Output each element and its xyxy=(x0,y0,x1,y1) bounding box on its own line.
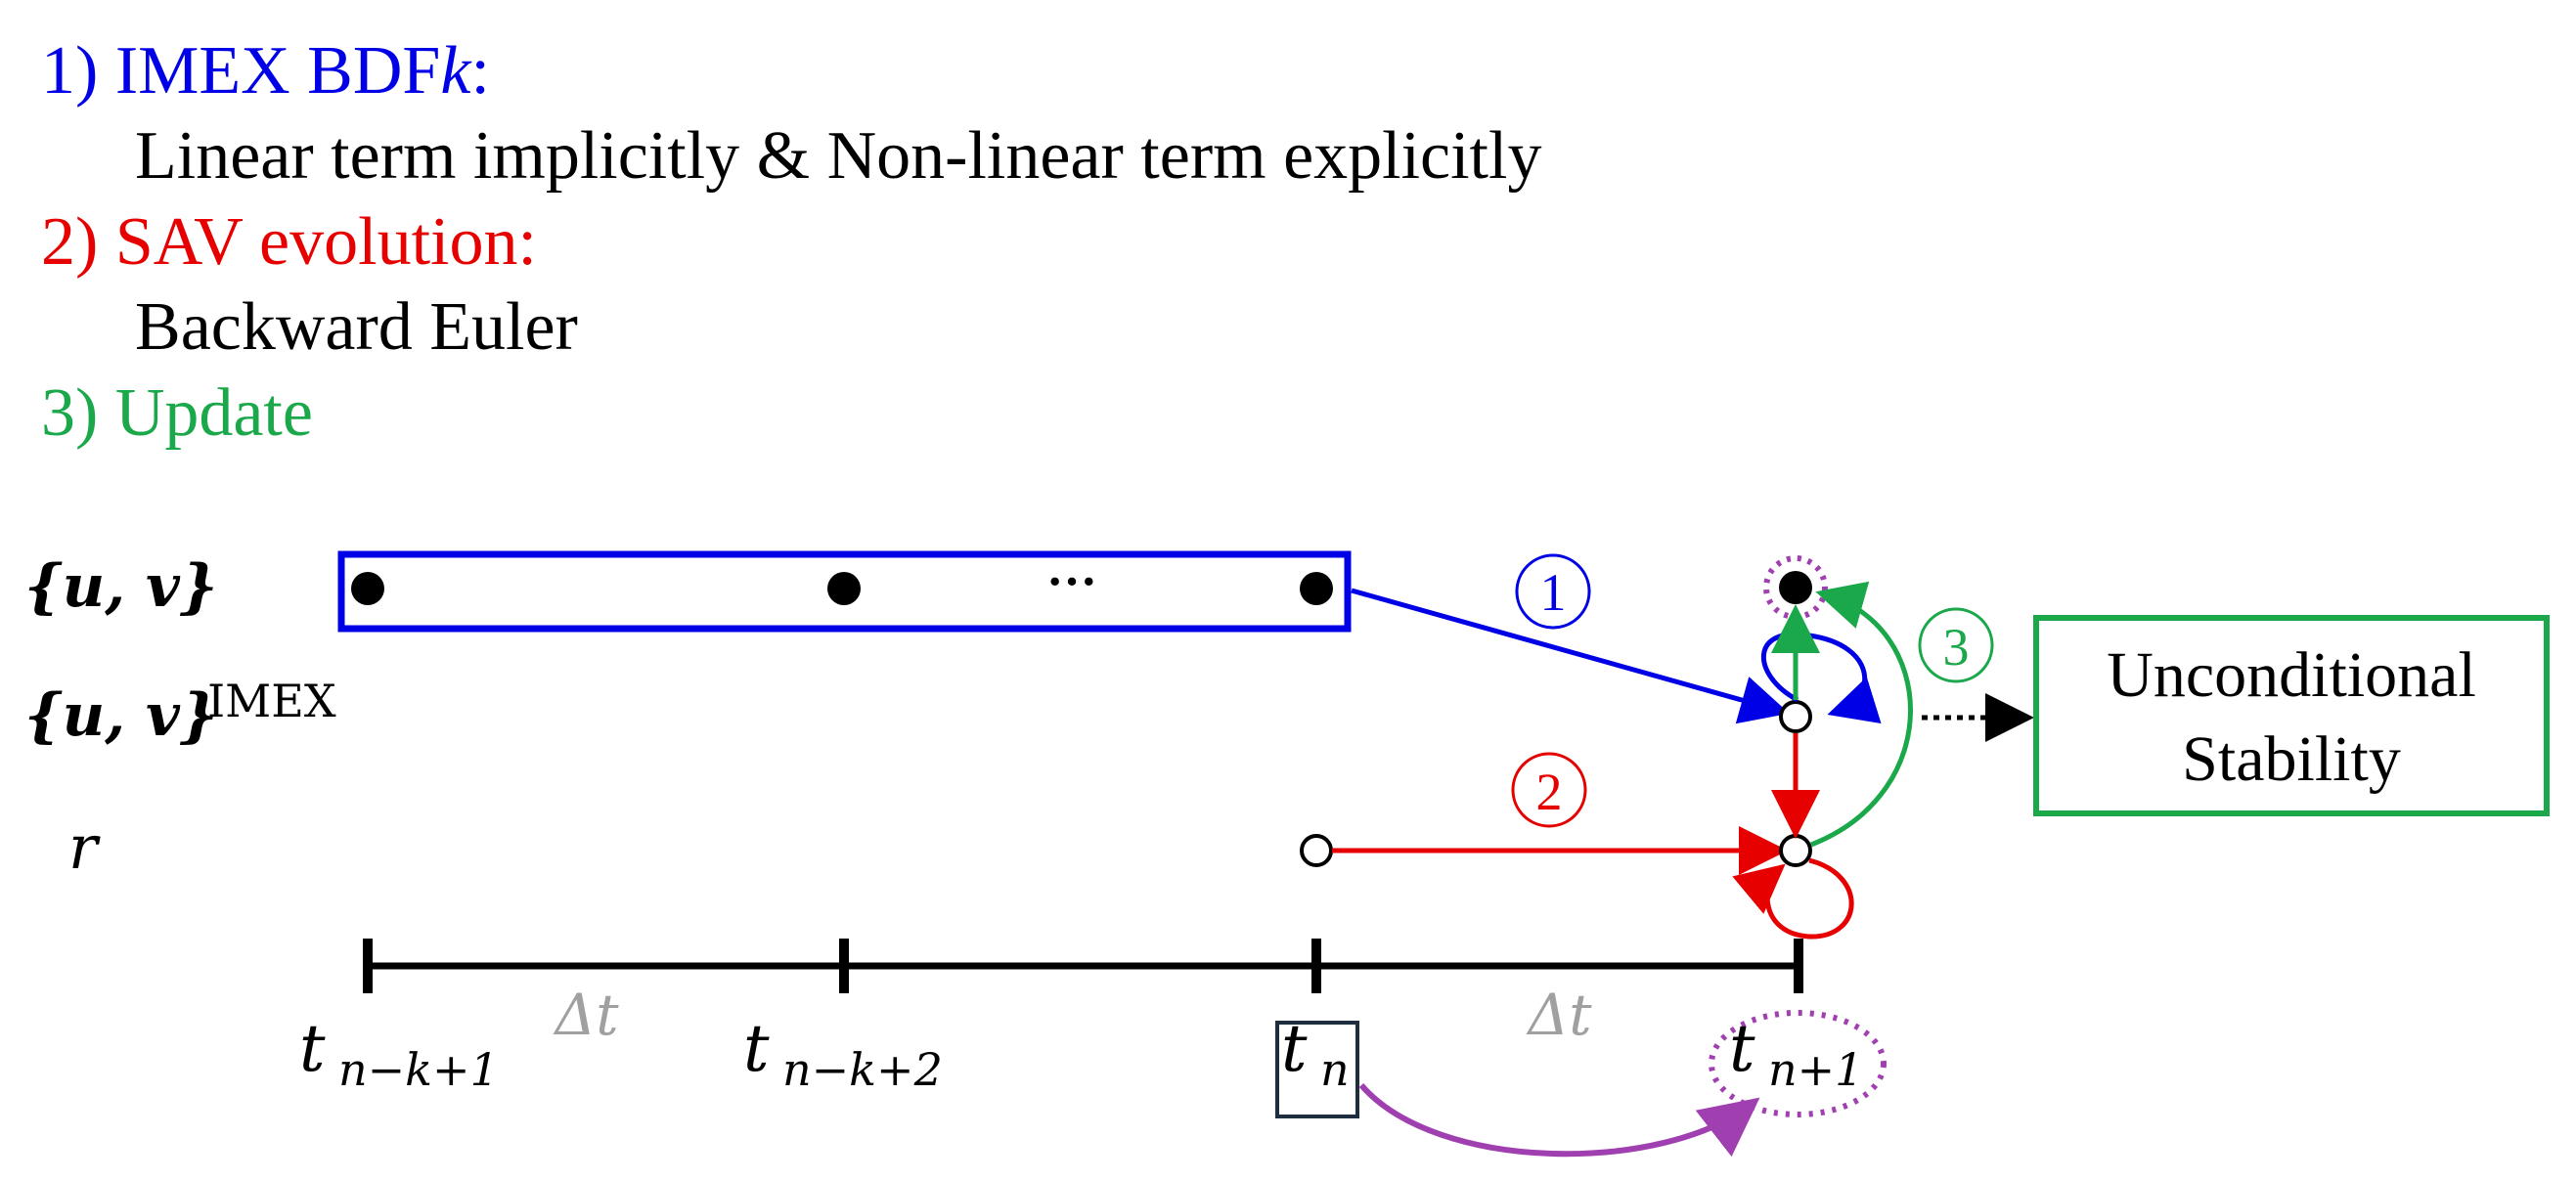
delta-t-label-1: Δt xyxy=(553,982,619,1048)
history-point-1 xyxy=(351,572,384,605)
next-point-uv xyxy=(1779,571,1812,604)
step-3-title: 3) Update xyxy=(41,379,313,448)
time-advance-arrow xyxy=(1358,1083,1760,1158)
next-time-dotted-ring xyxy=(1709,1010,1887,1117)
marker-3-circle xyxy=(1918,607,1994,683)
time-label-n-plus-1-base: t xyxy=(1729,1011,1755,1086)
time-label-n-base: t xyxy=(1281,1011,1308,1086)
marker-3-label: 3 xyxy=(1943,618,1970,677)
imex-loop xyxy=(1760,632,1882,724)
row-label-uv-imex: {u, v} xyxy=(24,681,217,750)
step-2-name: SAV evolution: xyxy=(114,204,537,280)
row-label-uv: {u, v} xyxy=(24,552,217,621)
stability-box-line-1: Unconditional xyxy=(2107,639,2476,711)
step-1-description: Linear term implicitly & Non-linear term… xyxy=(135,118,1542,194)
step-2-title: 2) SAV evolution: xyxy=(41,208,537,277)
step-1-colon: : xyxy=(470,33,490,109)
step-1-number: 1) xyxy=(41,33,99,109)
row-label-uv-imex-superscript: IMEX xyxy=(207,675,336,727)
row-label-r: r xyxy=(68,811,101,883)
stability-box-line-2: Stability xyxy=(2182,723,2401,795)
update-curve xyxy=(1810,581,1913,848)
time-label-n-k-2-base: t xyxy=(743,1011,770,1086)
delta-t-label-2: Δt xyxy=(1526,982,1592,1048)
time-label-n-k-2-sub: n−k+2 xyxy=(782,1043,943,1096)
history-point-3 xyxy=(1300,572,1333,605)
marker-2-circle xyxy=(1511,752,1587,828)
marker-2-label: 2 xyxy=(1536,763,1563,821)
time-label-n-k-2: t n−k+2 xyxy=(743,1011,943,1096)
step-2-description: Backward Euler xyxy=(135,289,578,365)
imex-arrow xyxy=(1351,588,1790,724)
marker-1-circle xyxy=(1515,553,1591,630)
stability-box xyxy=(2033,615,2550,816)
history-point-2 xyxy=(827,572,861,605)
next-point-uv-imex xyxy=(1779,700,1812,733)
marker-1-label: 1 xyxy=(1540,563,1567,622)
time-label-n: t n xyxy=(1281,1011,1350,1096)
step-2-number: 2) xyxy=(41,204,99,280)
step-3-name: Update xyxy=(114,375,313,451)
r-n-point xyxy=(1300,834,1333,867)
current-time-box xyxy=(1275,1021,1359,1118)
time-label-n-k-1-sub: n−k+1 xyxy=(338,1043,499,1096)
sav-loop xyxy=(1732,857,1854,940)
time-label-n-sub: n xyxy=(1320,1043,1350,1096)
time-label-n-plus-1: t n+1 xyxy=(1729,1011,1863,1096)
step-1-title: 1) IMEX BDFk: xyxy=(41,37,490,106)
ellipsis-dots: ··· xyxy=(1046,554,1097,610)
step-1-name: IMEX BDF xyxy=(114,33,441,109)
time-label-n-k-1-base: t xyxy=(299,1011,326,1086)
next-point-r xyxy=(1779,834,1812,867)
history-box xyxy=(337,550,1352,633)
step-1-k: k xyxy=(440,33,471,109)
step-3-number: 3) xyxy=(41,375,99,451)
time-label-n-k-1: t n−k+1 xyxy=(299,1011,499,1096)
time-label-n-plus-1-sub: n+1 xyxy=(1768,1043,1863,1096)
